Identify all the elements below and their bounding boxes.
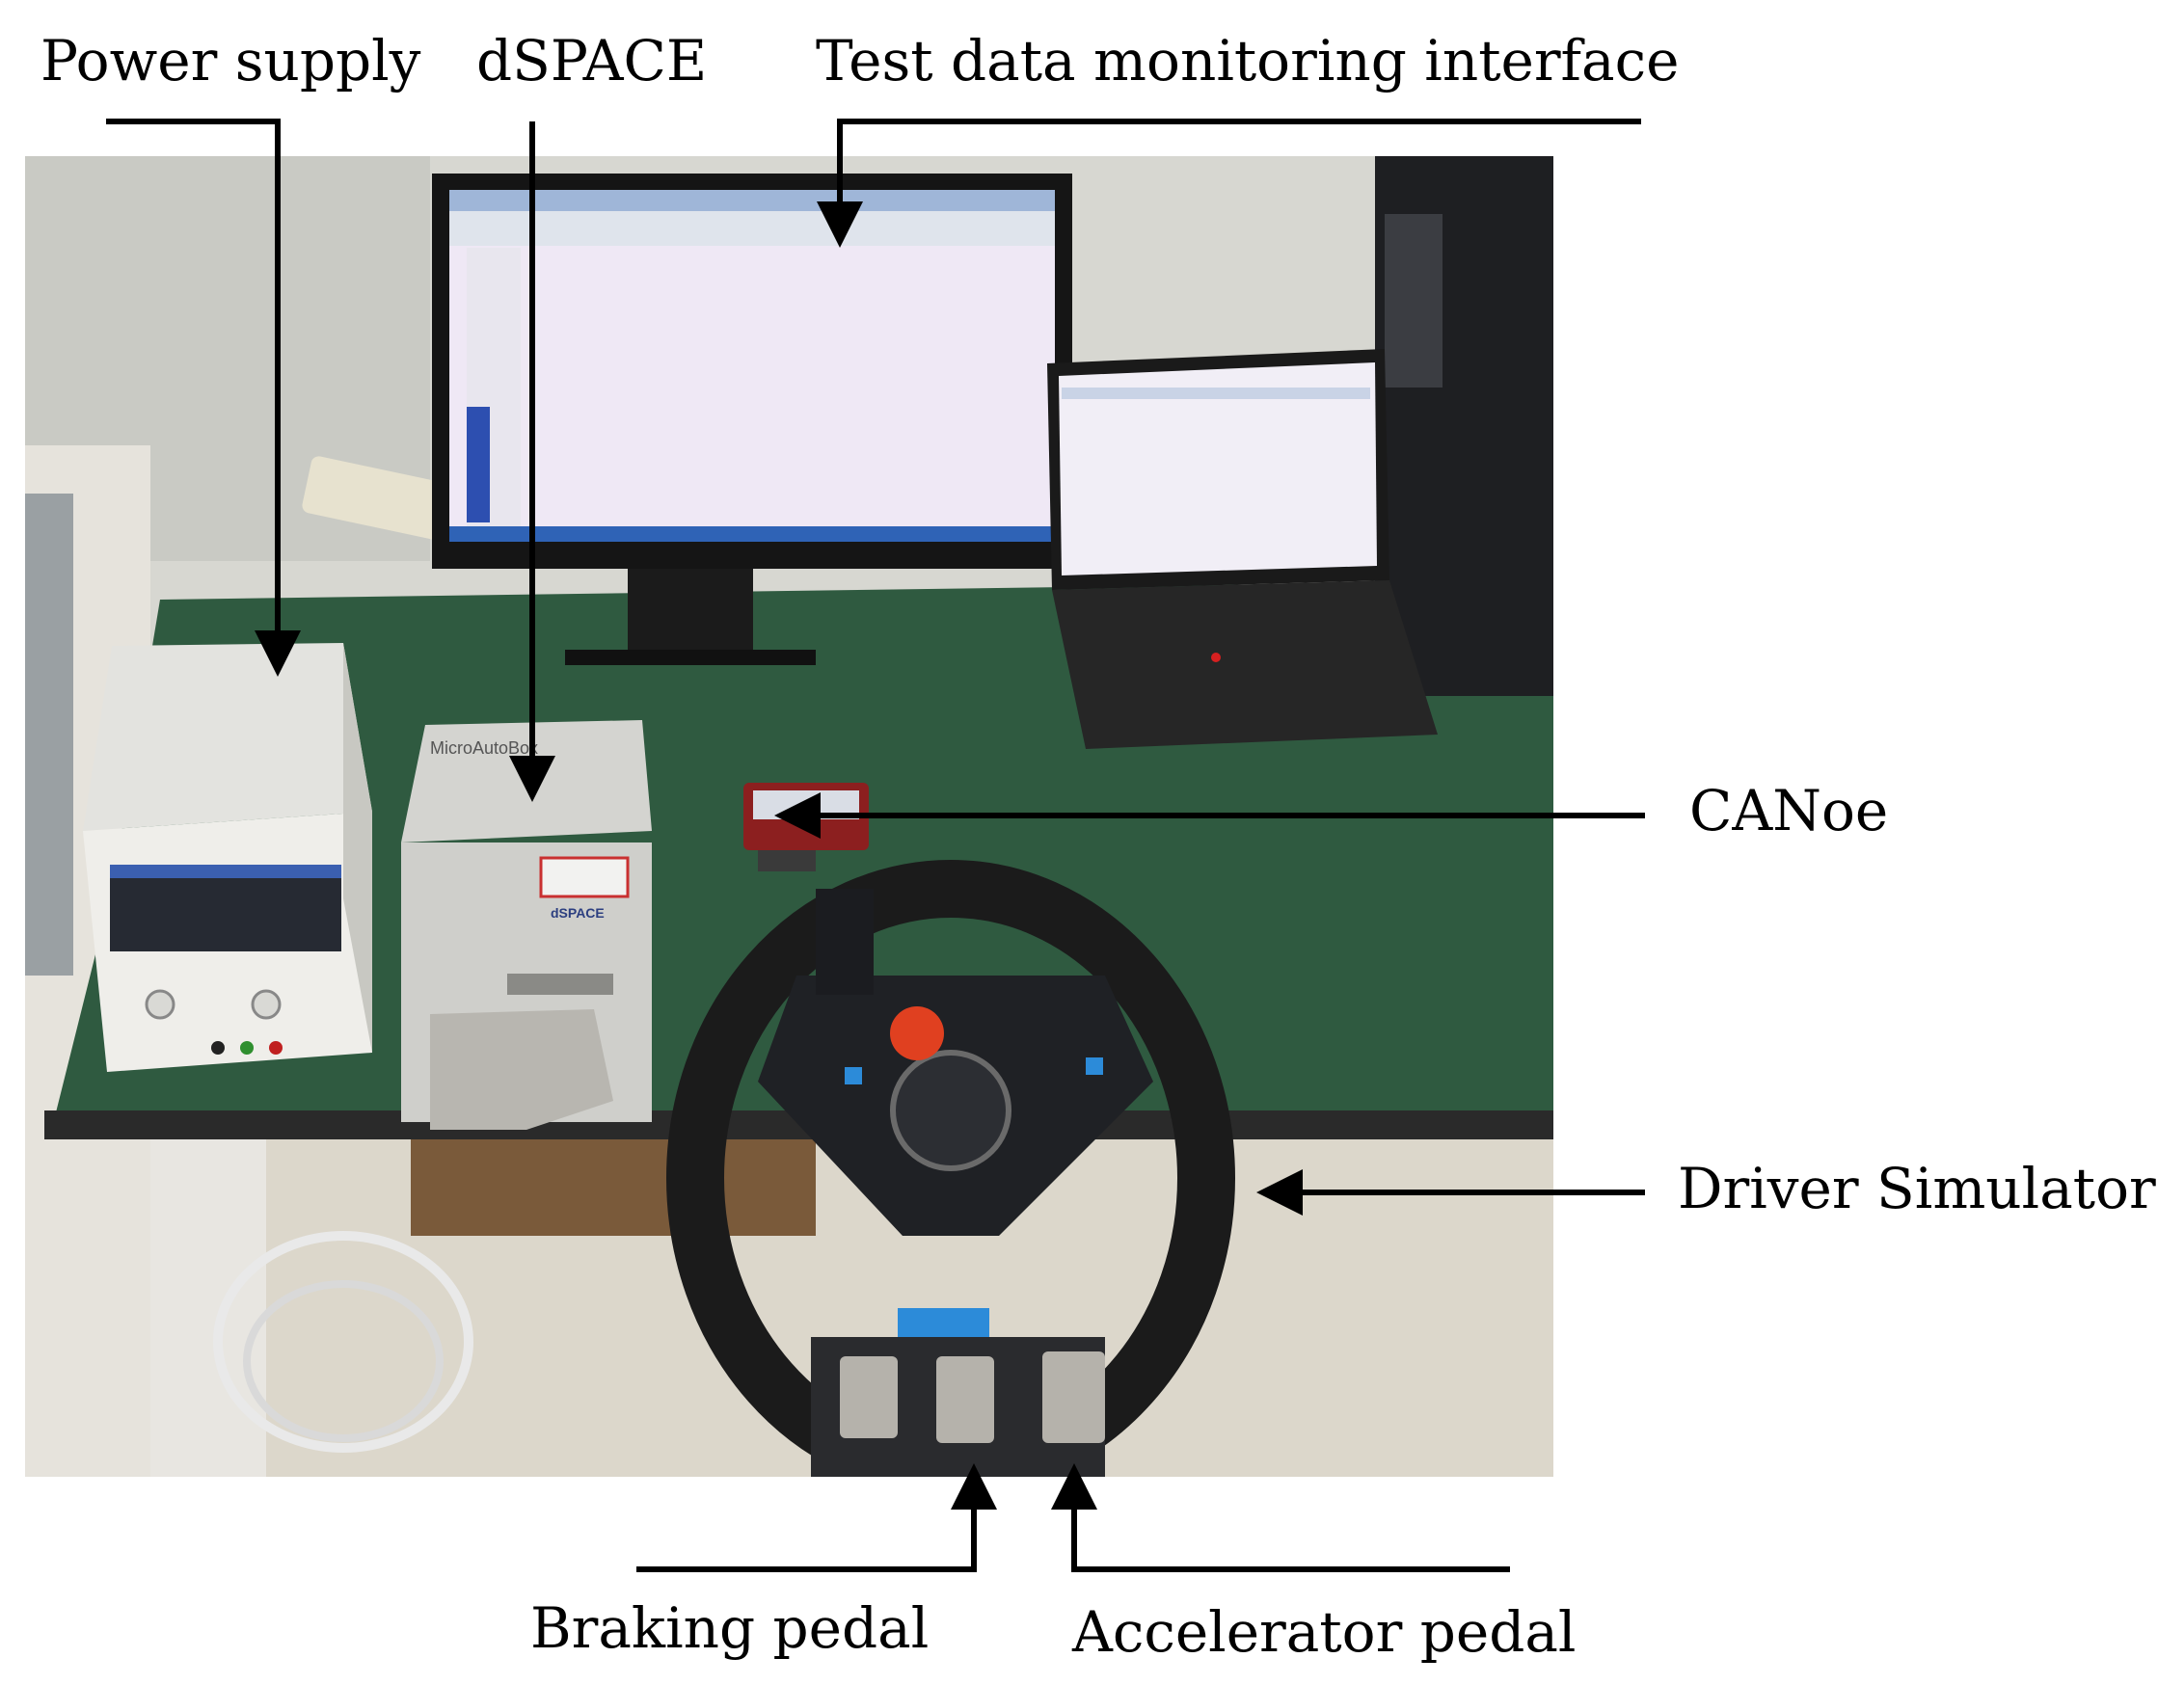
microautobox-text: MicroAutoBox: [430, 738, 538, 758]
label-driver-simulator: Driver Simulator: [1678, 1156, 2156, 1221]
monitor-taskbar: [449, 526, 1055, 542]
clutch-pedal: [840, 1356, 898, 1438]
power-supply-terminal: [211, 1041, 225, 1055]
steering-wheel-stripe: [898, 1308, 989, 1341]
cabinet-wiring: [25, 494, 73, 976]
monitor-stand: [628, 569, 753, 655]
callout-power-supply: [106, 119, 301, 677]
monitor-titlebar: [449, 190, 1055, 211]
accelerator-pedal: [1042, 1351, 1105, 1443]
power-supply-top: [83, 643, 372, 831]
test-bench-photo: MicroAutoBox dSPACE: [25, 156, 1553, 1477]
microautobox-cable-plug: [430, 1009, 613, 1130]
steering-wheel-center: [890, 1050, 1011, 1171]
cable-bundle: [213, 1231, 473, 1453]
callout-accelerator-pedal: [1051, 1463, 1510, 1572]
monitor-toolbar: [449, 211, 1055, 246]
callout-braking-pedal: [636, 1463, 997, 1572]
steering-wheel-button: [1086, 1057, 1103, 1075]
steering-wheel-dial: [890, 1006, 944, 1060]
laptop-trackpoint: [1211, 653, 1221, 662]
laptop-screen: [1059, 362, 1377, 575]
label-canoe: CANoe: [1689, 778, 1889, 843]
microautobox-sticker: [539, 856, 630, 898]
label-braking-pedal: Braking pedal: [530, 1595, 930, 1661]
label-accelerator-pedal: Accelerator pedal: [1072, 1599, 1577, 1665]
label-dspace: dSPACE: [476, 28, 708, 94]
power-supply-knob: [145, 989, 175, 1020]
microautobox-connector: [507, 974, 613, 995]
callout-monitoring: [817, 119, 1641, 248]
steering-wheel-button: [845, 1067, 862, 1084]
label-test-data-monitoring-interface: Test data monitoring interface: [816, 28, 1680, 94]
power-supply-display: [110, 865, 341, 951]
laptop-keyboard: [1052, 580, 1438, 749]
table-leg: [150, 1139, 266, 1477]
power-supply-knob: [251, 989, 282, 1020]
table-frame: [411, 1139, 816, 1236]
monitor-screen: [449, 190, 1055, 542]
power-supply-terminal: [240, 1041, 254, 1055]
wheel-base: [816, 889, 874, 995]
power-supply-terminal: [269, 1041, 283, 1055]
label-power-supply: Power supply: [40, 28, 421, 94]
dspace-logo: dSPACE: [551, 905, 605, 921]
braking-pedal: [936, 1356, 994, 1443]
test-bench-illustration: MicroAutoBox dSPACE: [25, 156, 1553, 1477]
